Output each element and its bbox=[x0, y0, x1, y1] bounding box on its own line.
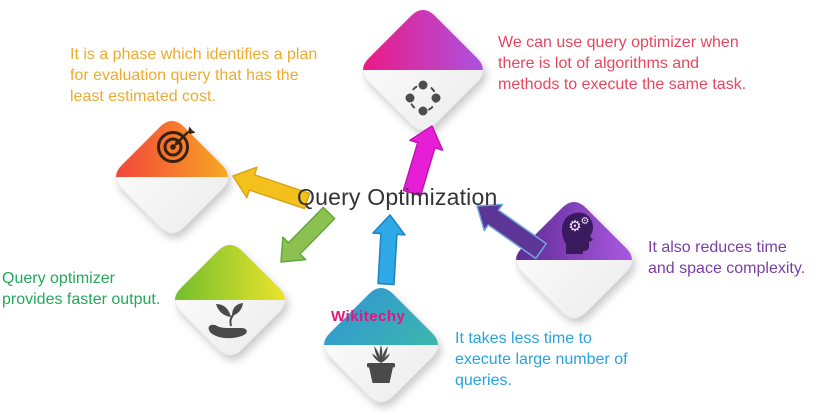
card-algorithms bbox=[362, 9, 484, 131]
hand-sprout-icon bbox=[208, 303, 247, 339]
arrow-center-to-top-card bbox=[402, 125, 444, 197]
card-complexity: ⚙ ⚙ bbox=[515, 201, 633, 319]
card-speed bbox=[323, 287, 439, 403]
annotation-definition: It is a phase which identifies a plan fo… bbox=[70, 46, 318, 105]
arrow-center-to-bottom-left-card bbox=[280, 206, 336, 263]
card-triangle bbox=[363, 10, 483, 70]
card-triangle bbox=[175, 245, 285, 300]
brand-label: Wikitechy bbox=[331, 308, 406, 325]
annotation-algorithms: We can use query optimizer when there is… bbox=[498, 34, 747, 93]
dotted-circle-icon bbox=[405, 80, 441, 116]
potted-plant-icon bbox=[367, 345, 395, 383]
arrow-bottom-card-to-center bbox=[372, 214, 406, 286]
dartboard-target-icon bbox=[157, 126, 196, 163]
card-triangle bbox=[324, 288, 438, 345]
card-definition bbox=[115, 120, 229, 234]
svg-text:⚙: ⚙ bbox=[568, 217, 581, 235]
annotation-complexity: It also reduces time and space complexit… bbox=[648, 239, 806, 277]
arrow-center-to-left-card bbox=[232, 166, 311, 210]
arrow-right-card-to-center bbox=[476, 203, 547, 260]
card-output bbox=[174, 244, 286, 356]
svg-text:⚙: ⚙ bbox=[581, 216, 590, 227]
annotation-output: Query optimizer provides faster output. bbox=[2, 270, 161, 308]
annotation-speed: It takes less time to execute large numb… bbox=[455, 330, 628, 389]
head-gears-icon: ⚙ ⚙ bbox=[562, 212, 593, 254]
diagram-title: Query Optimization bbox=[297, 184, 498, 210]
